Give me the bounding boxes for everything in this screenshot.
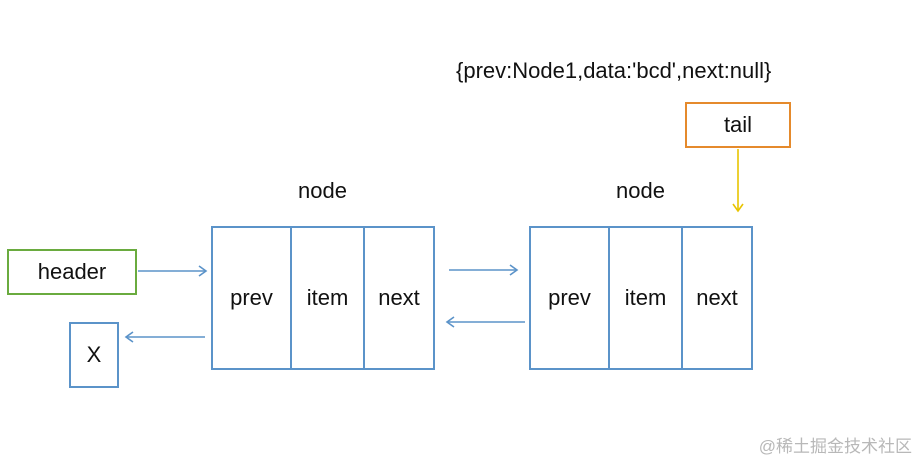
node-title-2: node <box>616 178 665 203</box>
header-pointer-label: header <box>37 259 107 284</box>
node-1-item-cell: item <box>290 228 363 368</box>
null-marker-box: X <box>69 322 119 388</box>
tail-to-node-2-arrow <box>732 149 744 213</box>
node-1-next-cell: next <box>363 228 433 368</box>
node-1-prev-cell: prev <box>230 285 273 310</box>
null-marker-label: X <box>86 342 102 367</box>
node-2-next-cell: next <box>681 228 751 368</box>
header-to-node-1-arrow <box>138 265 208 277</box>
linked-list-node-2: prev item next <box>529 226 753 370</box>
node-1-prev-to-null-arrow <box>124 331 205 343</box>
node-1-next-to-node-2-arrow <box>449 264 519 276</box>
header-pointer-box: header <box>7 249 137 295</box>
tail-node-value-text: {prev:Node1,data:'bcd',next:null} <box>456 58 772 83</box>
node-2-item-cell: item <box>608 228 681 368</box>
node-title-1: node <box>298 178 347 203</box>
linked-list-node-1: prev item next <box>211 226 435 370</box>
watermark-text: @稀土掘金技术社区 <box>758 437 912 456</box>
node-2-prev-to-node-1-arrow <box>445 316 525 328</box>
tail-pointer-label: tail <box>723 112 753 137</box>
node-2-prev-cell: prev <box>548 285 591 310</box>
tail-pointer-box: tail <box>685 102 791 148</box>
